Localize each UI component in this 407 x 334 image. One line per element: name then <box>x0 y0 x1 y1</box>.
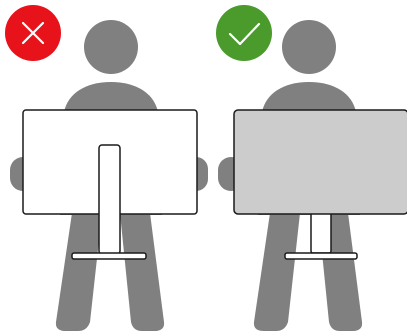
monitor-stand-neck <box>310 212 332 254</box>
monitor-stand-base <box>71 252 147 260</box>
panel-incorrect <box>5 5 208 331</box>
monitor-stand-neck <box>98 144 121 255</box>
correct-badge <box>216 5 272 61</box>
monitor-right <box>233 109 407 260</box>
incorrect-badge <box>5 5 61 61</box>
person-left-leg <box>253 213 300 331</box>
monitor-screen <box>233 109 407 215</box>
person-head <box>84 20 138 74</box>
monitor-left <box>22 109 198 260</box>
person-right-leg <box>120 213 165 331</box>
person-left-leg <box>55 213 102 331</box>
x-icon <box>21 21 45 45</box>
person-head <box>282 20 336 74</box>
panel-correct <box>216 5 407 331</box>
monitor-stand-base <box>284 252 358 260</box>
checkmark-icon <box>228 22 261 46</box>
